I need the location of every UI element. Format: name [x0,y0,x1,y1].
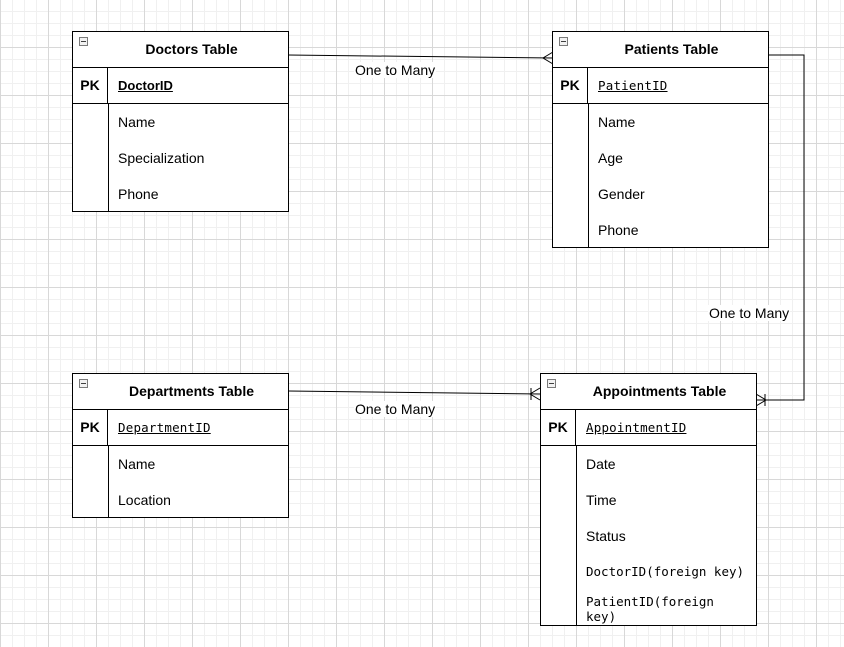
collapse-icon[interactable] [79,37,88,46]
table-header[interactable]: Appointments Table [541,374,756,410]
table-fields: Date Time Status DoctorID(foreign key) P… [541,446,756,626]
primary-key-row[interactable]: PK AppointmentID [541,410,756,446]
table-header[interactable]: Patients Table [553,32,768,68]
primary-key-row[interactable]: PK DepartmentID [73,410,288,446]
pk-field-name: DoctorID [118,78,173,93]
relationship-label-departments-appointments: One to Many [354,401,437,417]
table-title: Departments Table [129,383,254,399]
table-field[interactable]: Date [586,456,616,472]
collapse-icon[interactable] [79,379,88,388]
table-field[interactable]: Location [118,492,171,508]
table-field[interactable]: Gender [598,186,645,202]
table-field[interactable]: Name [118,114,156,130]
table-field[interactable]: Phone [598,222,639,238]
pk-label: PK [73,410,108,445]
table-fields: Name Location [73,446,288,518]
table-field[interactable]: Time [586,492,617,508]
table-fields: Name Age Gender Phone [553,104,768,248]
connector-patients-appointments[interactable] [756,54,805,401]
table-title: Doctors Table [145,41,238,57]
collapse-icon[interactable] [547,379,556,388]
table-field[interactable]: PatientID(foreign key) [586,594,714,624]
primary-key-row[interactable]: PK DoctorID [73,68,288,104]
pk-label: PK [541,410,576,445]
table-header[interactable]: Doctors Table [73,32,288,68]
crowfoot-many-appointments-left [529,387,541,401]
table-field[interactable]: Age [598,150,623,166]
table-header[interactable]: Departments Table [73,374,288,410]
collapse-icon[interactable] [559,37,568,46]
pk-field-name: DepartmentID [118,420,211,435]
table-field[interactable]: Specialization [118,150,205,166]
pk-label: PK [73,68,108,103]
crowfoot-many-patients [542,51,554,65]
doctors-table[interactable]: Doctors Table PK DoctorID Name Specializ… [72,31,289,212]
table-fields: Name Specialization Phone [73,104,288,212]
table-field[interactable]: Status [586,528,626,544]
relationship-label-patients-appointments: One to Many [708,305,791,321]
pk-field-name: AppointmentID [586,420,687,435]
relationship-label-doctors-patients: One to Many [354,62,437,78]
table-field[interactable]: Name [598,114,636,130]
connector-doctors-patients[interactable] [287,54,554,59]
table-field[interactable]: DoctorID(foreign key) [586,564,745,579]
primary-key-row[interactable]: PK PatientID [553,68,768,104]
table-field[interactable]: Name [118,456,156,472]
appointments-table[interactable]: Appointments Table PK AppointmentID Date… [540,373,757,626]
table-field[interactable]: Phone [118,186,159,202]
crowfoot-many-appointments-right [755,393,767,407]
table-title: Appointments Table [592,383,727,399]
connector-departments-appointments[interactable] [287,390,541,395]
departments-table[interactable]: Departments Table PK DepartmentID Name L… [72,373,289,518]
patients-table[interactable]: Patients Table PK PatientID Name Age Gen… [552,31,769,248]
pk-label: PK [553,68,588,103]
table-title: Patients Table [624,41,719,57]
pk-field-name: PatientID [598,78,668,93]
